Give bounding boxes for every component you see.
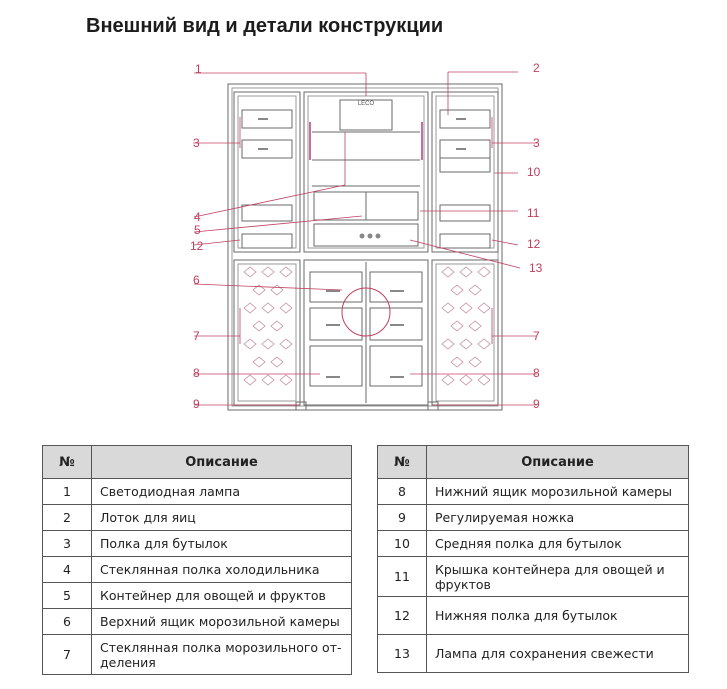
callout-8-left: 8: [193, 366, 200, 380]
part-number: 7: [42, 634, 92, 675]
callout-2: 2: [533, 61, 540, 75]
part-description: Полка для бутылок: [91, 530, 352, 557]
fridge-drawing: LECO: [193, 71, 537, 411]
callout-4: 4: [194, 210, 201, 224]
part-number: 1: [42, 478, 92, 505]
callout-11: 11: [527, 206, 540, 220]
callout-8-right: 8: [533, 366, 540, 380]
callout-9-right: 9: [533, 397, 540, 411]
callout-10: 10: [527, 165, 541, 179]
part-description: Нижний ящик морозильной камеры: [426, 478, 689, 505]
fridge-diagram: LECO 1 2 3 3 4: [180, 55, 550, 420]
callout-5: 5: [194, 223, 201, 237]
part-number: 8: [377, 478, 427, 505]
callout-12-left: 12: [190, 239, 204, 253]
callout-13: 13: [529, 261, 543, 275]
callout-7-right: 7: [533, 329, 540, 343]
part-number: 11: [377, 556, 427, 597]
column-header-description: Описание: [91, 445, 352, 479]
part-description: Лампа для сохранения свежести: [426, 634, 689, 673]
part-description: Средняя полка для бутылок: [426, 530, 689, 557]
callout-12-right: 12: [527, 237, 541, 251]
part-number: 5: [42, 582, 92, 609]
part-number: 6: [42, 608, 92, 635]
part-description: Нижняя полка для бутылок: [426, 596, 689, 635]
callout-3-right: 3: [533, 136, 540, 150]
part-description: Стеклянная полка холодильника: [91, 556, 352, 583]
callout-1: 1: [195, 62, 202, 76]
callout-6: 6: [193, 273, 200, 287]
part-description: Верхний ящик морозильной камеры: [91, 608, 352, 635]
part-number: 13: [377, 634, 427, 673]
column-header-description: Описание: [426, 445, 689, 479]
column-header-num: №: [377, 445, 427, 479]
part-description: Лоток для яиц: [91, 504, 352, 531]
part-number: 3: [42, 530, 92, 557]
part-number: 2: [42, 504, 92, 531]
part-description: Стеклянная полка морозильного от-деления: [91, 634, 352, 675]
page-title: Внешний вид и детали конструкции: [86, 15, 444, 37]
callout-7-left: 7: [193, 329, 200, 343]
part-description: Светодиодная лампа: [91, 478, 352, 505]
callout-3-left: 3: [193, 136, 200, 150]
part-description: Регулируемая ножка: [426, 504, 689, 531]
part-number: 10: [377, 530, 427, 557]
callout-9-left: 9: [193, 397, 200, 411]
part-number: 9: [377, 504, 427, 531]
column-header-num: №: [42, 445, 92, 479]
part-description: Контейнер для овощей и фруктов: [91, 582, 352, 609]
brand-logo: LECO: [358, 101, 375, 107]
part-description: Крышка контейнера для овощей и фруктов: [426, 556, 689, 597]
part-number: 12: [377, 596, 427, 635]
part-number: 4: [42, 556, 92, 583]
